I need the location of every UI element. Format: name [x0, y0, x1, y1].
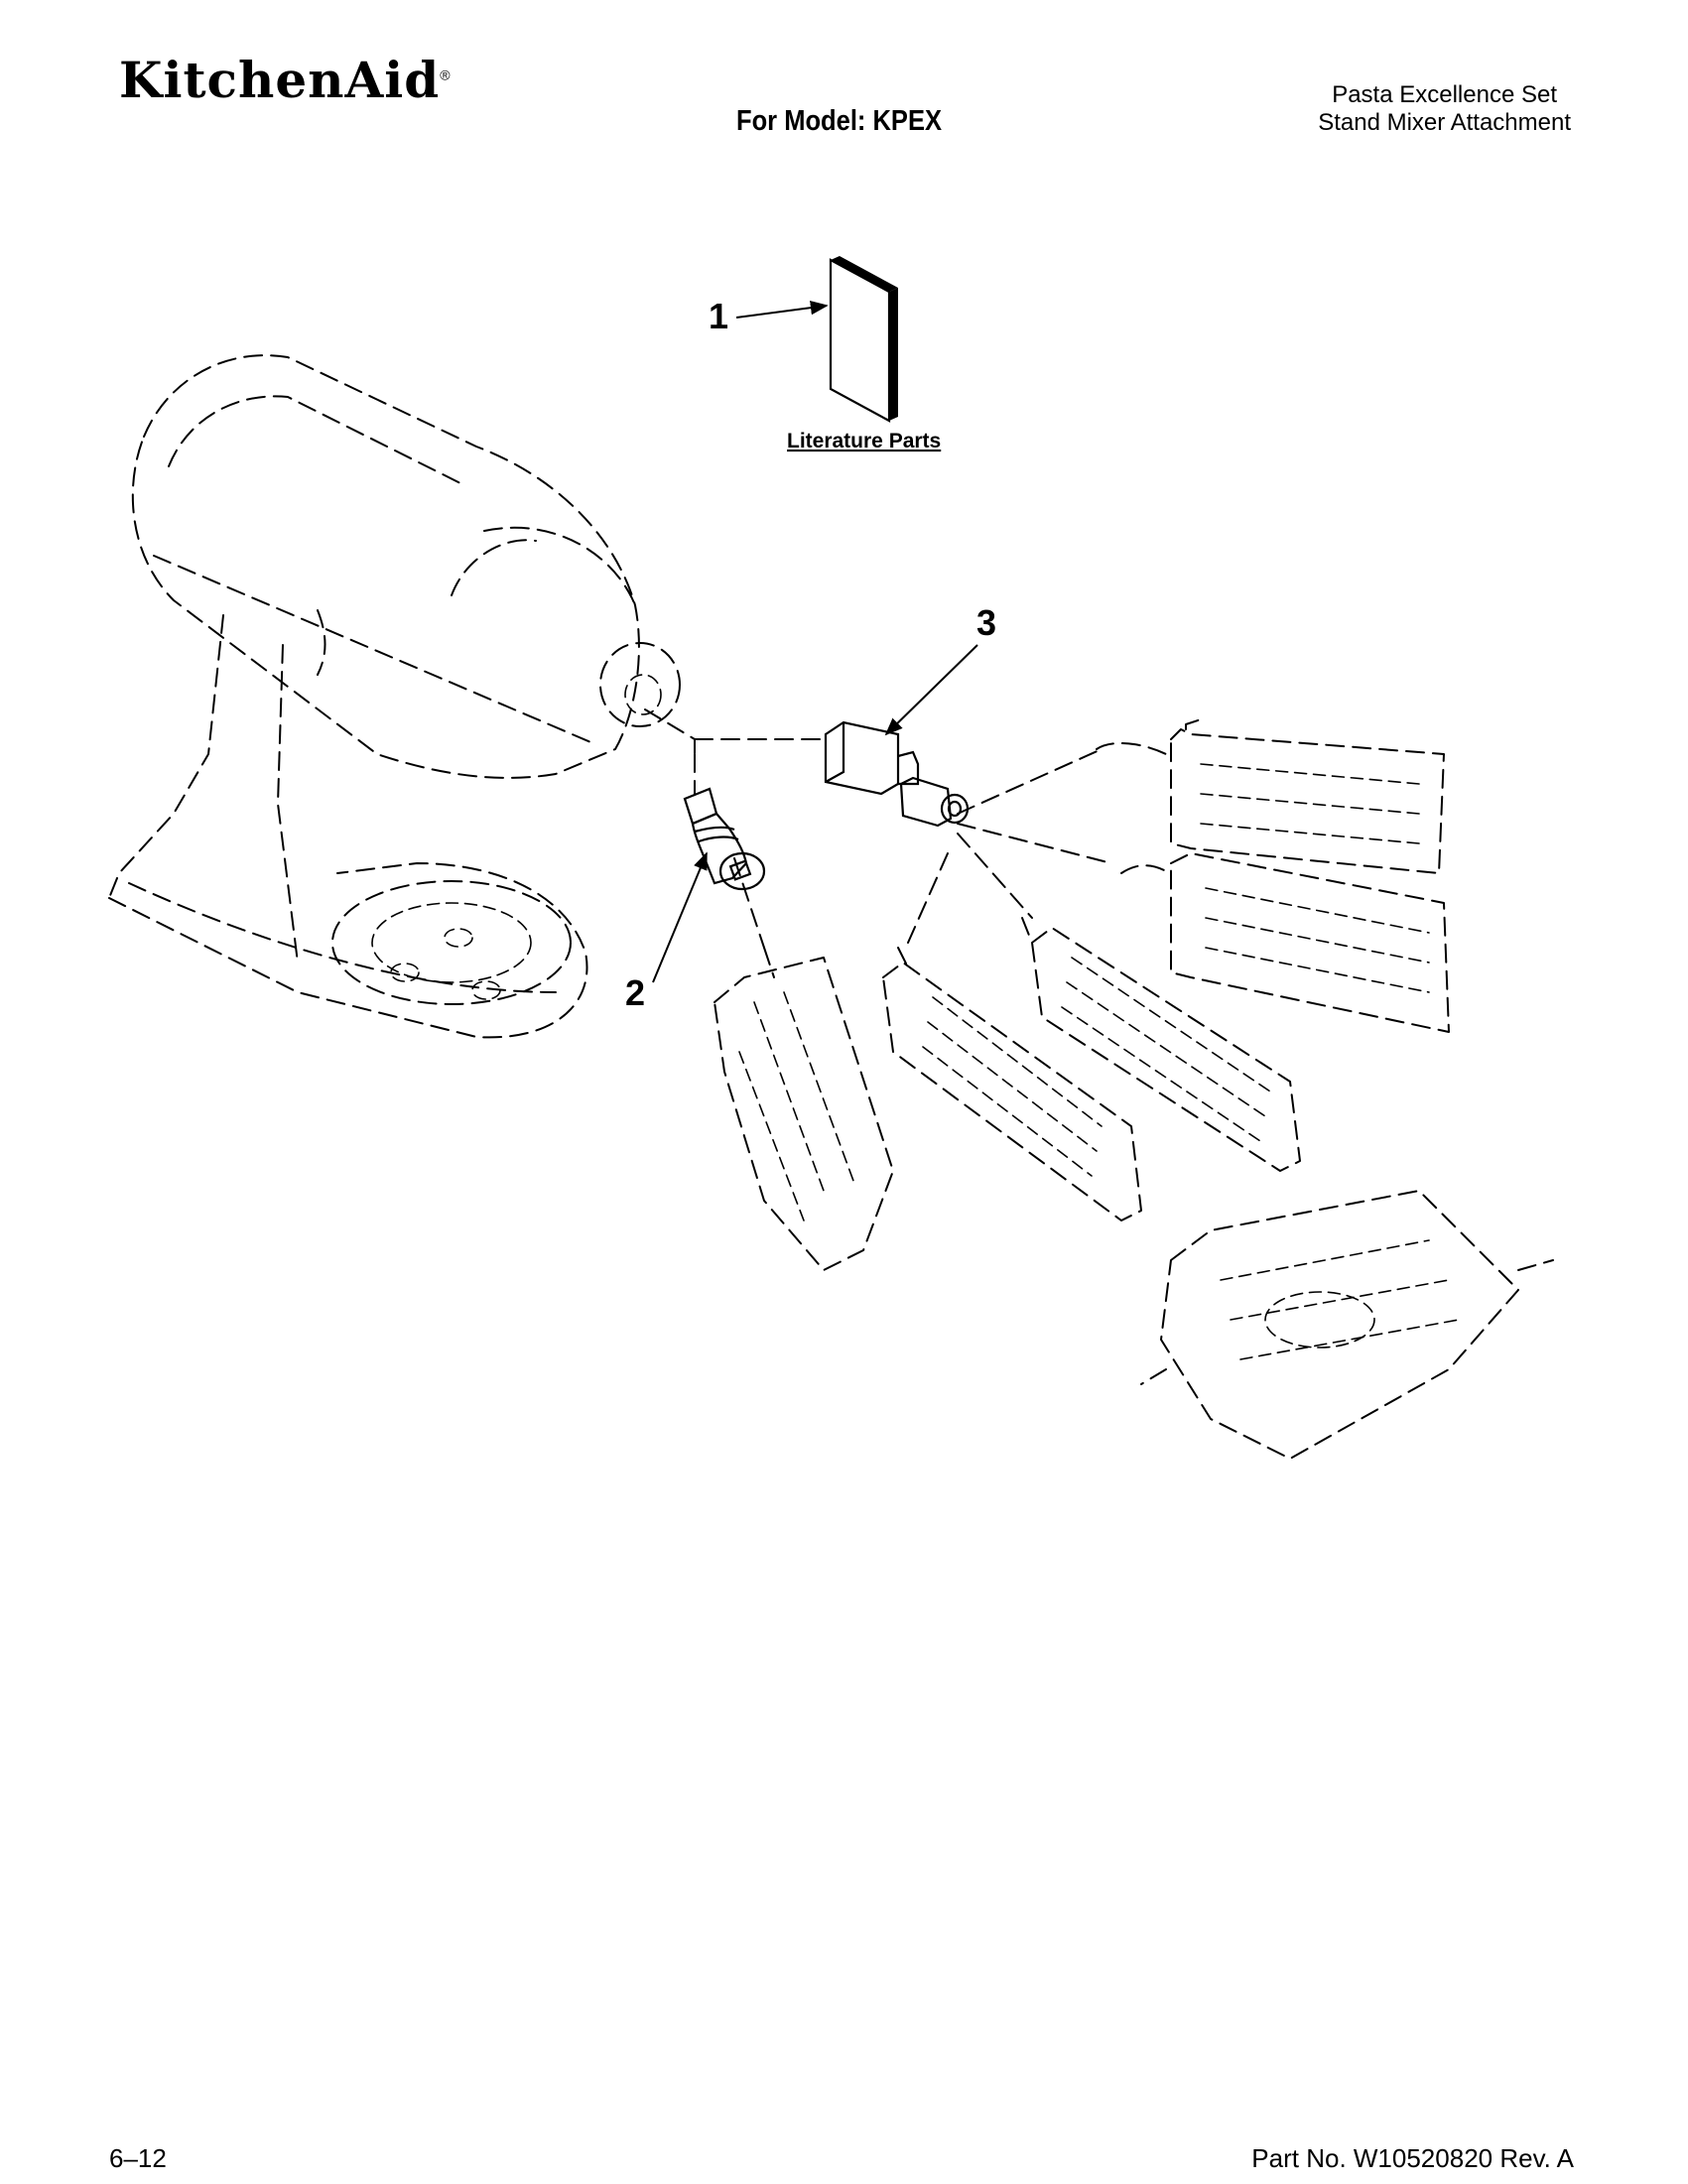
pasta-cutter-attachment-2 [1120, 852, 1450, 1033]
pasta-press-attachment [1140, 1190, 1554, 1460]
callout-2-number: 2 [625, 972, 645, 1013]
model-line: For Model: KPEX [736, 105, 943, 137]
literature-booklet-icon [829, 256, 898, 423]
product-title-line2: Stand Mixer Attachment [1318, 109, 1571, 136]
assembly-center-lines [644, 708, 1112, 949]
pasta-roller-attachment [714, 947, 894, 1271]
part-number: Part No. W10520820 Rev. A [1251, 2143, 1574, 2173]
pasta-cutter-attachment-4 [882, 947, 1142, 1221]
roller-shaft-adapter-part [683, 787, 766, 891]
callout-3-leader [884, 644, 978, 736]
brand-text: KitchenAid [119, 51, 441, 109]
product-title: Pasta Excellence Set Stand Mixer Attachm… [1318, 81, 1571, 137]
cutter-drive-adapter-part [824, 720, 970, 828]
callout-2-leader [652, 851, 708, 983]
kitchenaid-logo: KitchenAid® [119, 56, 452, 105]
product-title-line1: Pasta Excellence Set [1332, 81, 1557, 108]
brand-registered-mark: ® [440, 66, 452, 83]
pasta-cutter-attachment-1 [1096, 718, 1445, 874]
callout-1-number: 1 [709, 296, 728, 336]
stand-mixer-outline [108, 354, 681, 1039]
literature-parts-label: Literature Parts [787, 430, 941, 452]
callout-3-number: 3 [976, 602, 996, 643]
date-code: 6–12 [109, 2143, 167, 2173]
callout-1-leader [735, 300, 829, 319]
pasta-cutter-attachment-3 [1021, 917, 1301, 1172]
